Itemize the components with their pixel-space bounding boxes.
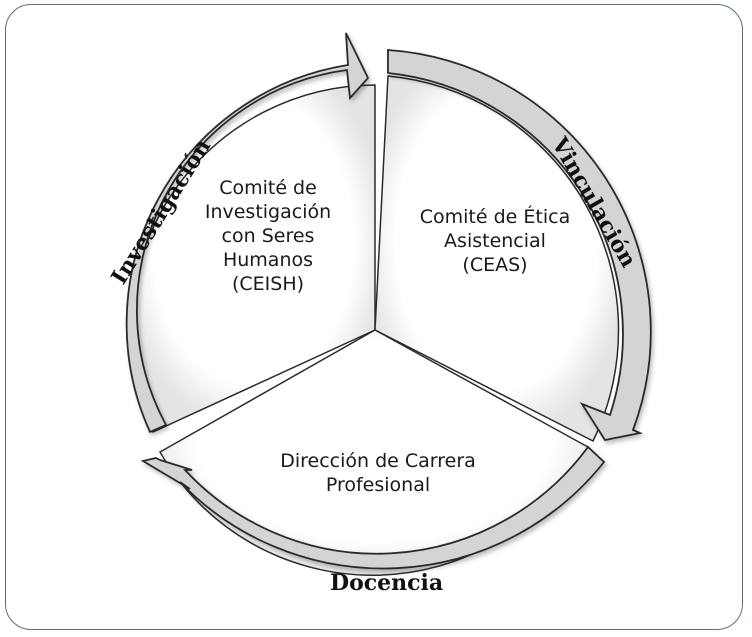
ceish-line-5: (CEISH) (231, 273, 305, 295)
ceish-line-1: Comité de (219, 177, 317, 199)
ceas-line-3: (CEAS) (462, 254, 528, 276)
ceish-line-2: Investigación (204, 201, 332, 223)
arrow-vinculacion (387, 49, 652, 442)
ceas-line-2: Asistencial (444, 230, 546, 252)
segment-outreach (374, 75, 620, 443)
cycle-arrows (125, 32, 652, 570)
segment-label-direccion: Dirección de Carrera Profesional (258, 449, 498, 497)
ceish-line-4: Humanos (222, 249, 314, 271)
arrow-docencia (140, 445, 606, 570)
ceas-line-1: Comité de Ética (419, 206, 571, 228)
direccion-line-1: Dirección de Carrera (280, 450, 476, 472)
segment-label-ceish: Comité de Investigación con Seres Humano… (178, 176, 358, 296)
segment-label-ceas: Comité de Ética Asistencial (CEAS) (400, 205, 590, 277)
direccion-line-2: Profesional (325, 474, 431, 496)
pie-segments (130, 75, 620, 576)
arc-label-docencia: Docencia (330, 570, 443, 596)
arrow-investigacion (125, 32, 370, 434)
ceish-line-3: con Seres (221, 225, 315, 247)
